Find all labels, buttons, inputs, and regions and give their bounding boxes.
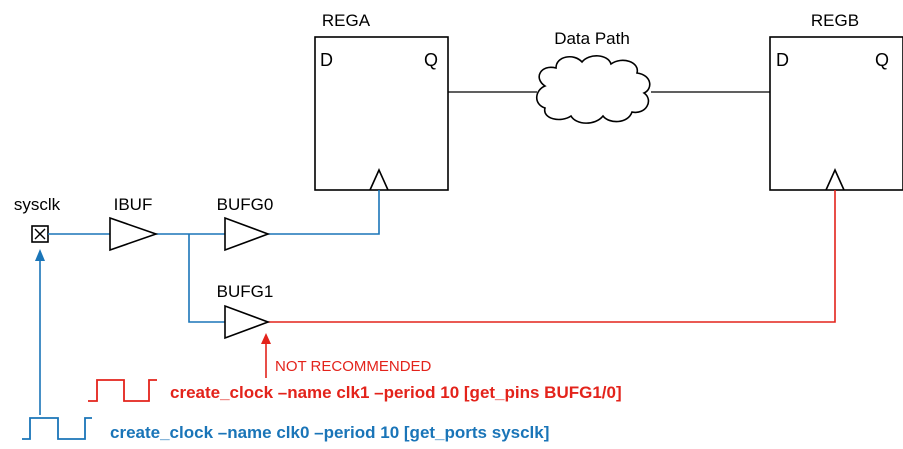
not-recommended-label: NOT RECOMMENDED [275, 358, 432, 375]
rega-register [314, 36, 449, 191]
regb-clock-input-icon [825, 168, 845, 191]
ibuf-label: IBUF [114, 195, 153, 214]
bufg1-label: BUFG1 [217, 282, 274, 301]
clk1-waveform-icon [88, 379, 157, 402]
rega-d-pin: D [320, 50, 333, 70]
cloud-icon [535, 55, 651, 124]
regb-register [769, 36, 903, 191]
bufg1-in-net [188, 234, 225, 323]
bufg1-out-net [268, 190, 836, 323]
bufg0-buffer-icon [224, 216, 271, 252]
bufg0-label: BUFG0 [217, 195, 274, 214]
rega-clock-input-icon [369, 168, 389, 191]
clk1-command: create_clock –name clk1 –period 10 [get_… [170, 383, 622, 402]
ibuf-buffer-icon [109, 216, 159, 252]
rega-label: REGA [322, 11, 371, 30]
regb-d-pin: D [776, 50, 789, 70]
bufg0-out-net [268, 190, 380, 235]
regb-label: REGB [811, 11, 859, 30]
data-path-label: Data Path [554, 29, 630, 48]
rega-q-pin: Q [424, 50, 438, 70]
bufg1-buffer-icon [224, 304, 271, 340]
clk0-waveform-icon [22, 417, 92, 440]
blue-arrowhead-icon [35, 249, 45, 261]
red-arrowhead-icon [261, 333, 271, 344]
port-cross-b [34, 228, 46, 240]
sysclk-label: sysclk [14, 195, 61, 214]
regb-q-pin: Q [875, 50, 889, 70]
clk0-command: create_clock –name clk0 –period 10 [get_… [110, 423, 549, 442]
